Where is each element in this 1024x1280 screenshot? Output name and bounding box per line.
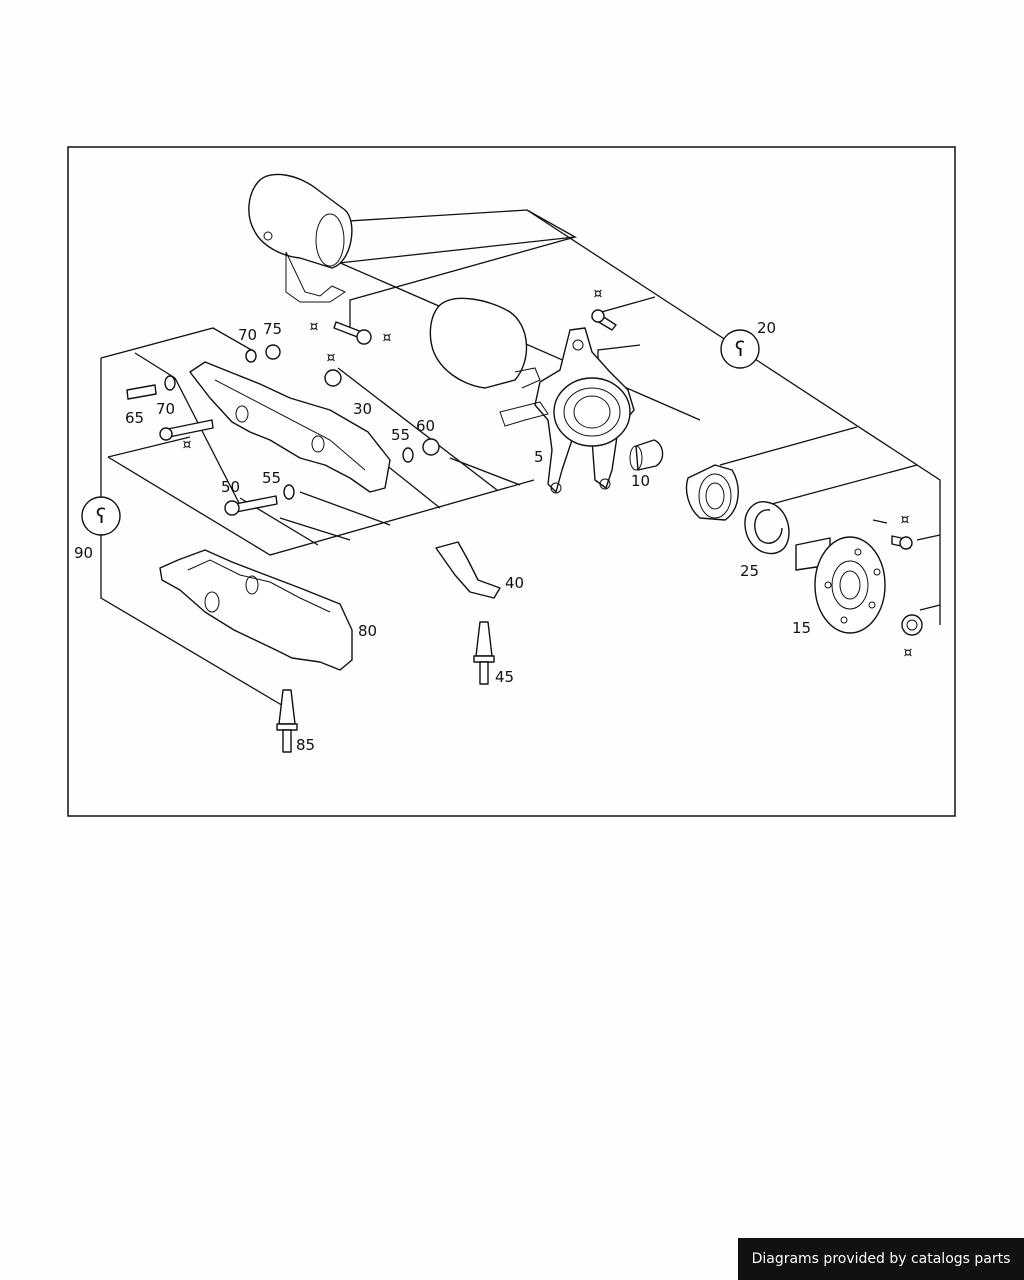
hardware — [126, 309, 923, 636]
callout-40: 40 — [505, 574, 524, 592]
callout-60: 60 — [416, 417, 435, 435]
diagram-frame — [67, 146, 956, 817]
replace-symbols: ¤ ¤ ¤ ¤ ¤ ¤ ¤ — [183, 286, 913, 661]
callout-70: 70 — [156, 400, 175, 418]
wheel-carrier-housing — [248, 173, 353, 303]
callout-50: 50 — [221, 478, 240, 496]
wheel-hub — [795, 536, 886, 634]
wrench-icon: ʕ — [735, 337, 745, 361]
callout-25: 25 — [740, 562, 759, 580]
bracket-part-30 — [189, 361, 391, 493]
callout-55: 55 — [262, 469, 281, 487]
bushing-part-10 — [629, 439, 664, 471]
clip-part-40 — [435, 541, 501, 599]
snap-ring — [744, 501, 790, 555]
callout-65: 65 — [125, 409, 144, 427]
rivet-part-45 — [473, 621, 495, 685]
leader-lines — [100, 209, 941, 711]
steering-knuckle — [499, 327, 635, 494]
callout-5: 5 — [534, 448, 544, 466]
callout-labels: 5 10 15 20 25 30 40 45 50 55 55 60 65 70… — [74, 319, 811, 754]
callout-75: 75 — [263, 320, 282, 338]
wrench-icon: ʕ — [96, 504, 106, 528]
callout-20: 20 — [757, 319, 776, 337]
replace-icon: ¤ — [183, 437, 192, 453]
credit-banner: Diagrams provided by catalogs parts — [738, 1238, 1024, 1280]
replace-icon: ¤ — [904, 645, 913, 661]
replace-icon: ¤ — [594, 286, 603, 302]
callout-90: 90 — [74, 544, 93, 562]
replace-icon: ¤ — [383, 330, 392, 346]
replace-icon: ¤ — [310, 319, 319, 335]
cover-part-80 — [159, 549, 353, 671]
replace-icon: ¤ — [327, 350, 336, 366]
callout-80: 80 — [358, 622, 377, 640]
callout-10: 10 — [631, 472, 650, 490]
wrench-symbol-90: ʕ — [81, 496, 121, 536]
replace-icon: ¤ — [901, 512, 910, 528]
callout-30: 30 — [353, 400, 372, 418]
callout-55: 55 — [391, 426, 410, 444]
rivet-part-85 — [276, 689, 298, 753]
callout-70: 70 — [238, 326, 257, 344]
callout-85: 85 — [296, 736, 315, 754]
callout-15: 15 — [792, 619, 811, 637]
callout-45: 45 — [495, 668, 514, 686]
wheel-bearing — [685, 464, 739, 521]
wrench-symbol-20: ʕ — [720, 329, 760, 369]
shock-absorber-boot — [429, 297, 541, 389]
